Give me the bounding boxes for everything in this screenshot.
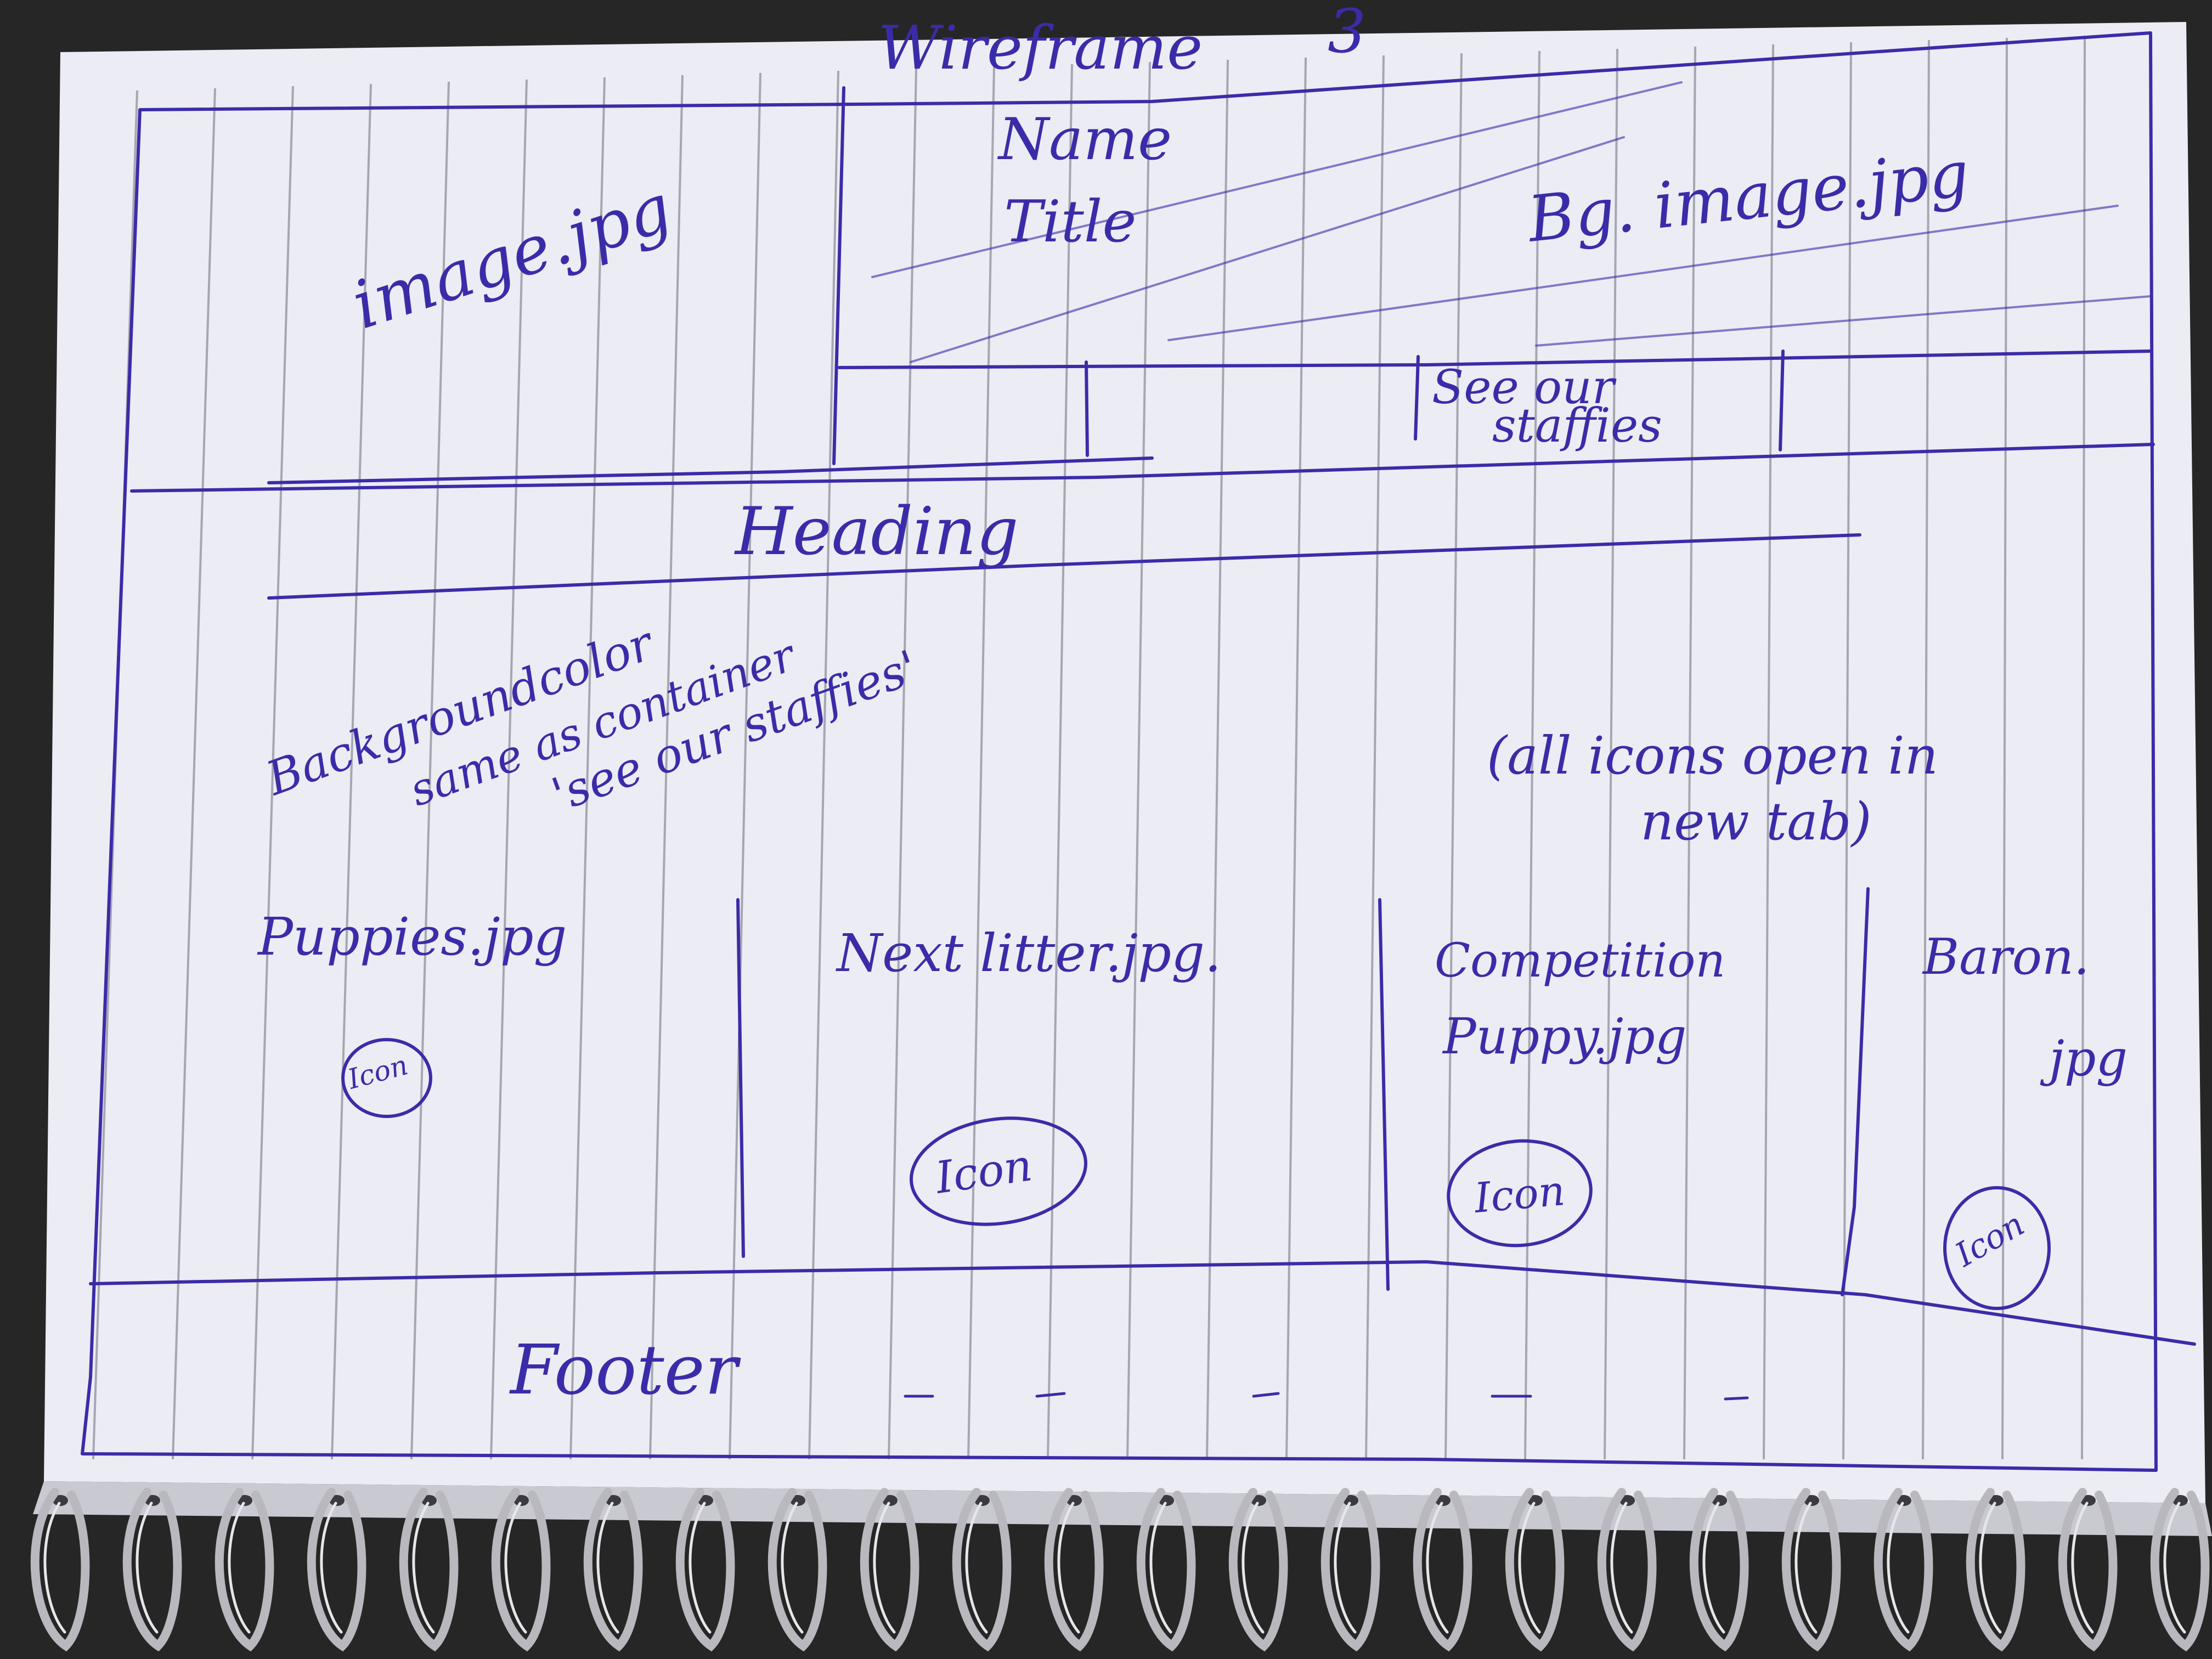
card-3-icon-label: Icon [1471, 1166, 1567, 1222]
paper-sheet [44, 22, 2205, 1503]
binding-coil [1689, 1488, 1749, 1652]
ruled-line [808, 70, 839, 1460]
ruled-line [490, 79, 528, 1460]
ruled-lines [92, 35, 2086, 1460]
ruled-line [331, 83, 372, 1460]
binding-coil [1413, 1488, 1472, 1652]
hero-title-label: Title [1004, 188, 1137, 255]
card-4-icon-circle [1943, 1186, 2051, 1310]
card-divider-2 [1378, 898, 1390, 1291]
binding-coil [1781, 1488, 1841, 1652]
ruled-line [410, 81, 450, 1460]
binding-coil [307, 1488, 366, 1652]
binding-coil [215, 1488, 274, 1652]
ruled-line [1047, 64, 1073, 1460]
button-divider-2 [1414, 355, 1420, 441]
ruled-line [649, 75, 684, 1460]
footer-top-line [89, 1260, 2196, 1346]
hero-bottom-line [130, 443, 2155, 493]
hero-button-label-line2: staffies [1492, 399, 1662, 453]
ruled-line [1285, 57, 1307, 1460]
icons-note-line2: new tab) [1640, 792, 1872, 852]
ruled-line [1922, 40, 1930, 1460]
button-row-top [838, 349, 2152, 369]
paper-shadow [33, 1481, 2212, 1536]
binding-coil [1044, 1488, 1104, 1652]
wireframe-drawing [81, 31, 2196, 1472]
card-2-icon-circle [910, 1116, 1087, 1226]
binding-coil [1228, 1488, 1288, 1652]
card-4-image-label-line2: jpg [2040, 1030, 2128, 1087]
hatch-2 [910, 136, 1625, 363]
ruled-line [172, 88, 216, 1460]
ruled-line [1763, 44, 1774, 1460]
ruled-line [888, 68, 917, 1460]
footer-dash-2 [1035, 1392, 1066, 1398]
footer-label: Footer [509, 1330, 741, 1410]
binding-coil [2058, 1488, 2118, 1652]
hero-name-label: Name [997, 106, 1172, 173]
hero-extra-line [267, 456, 1154, 484]
binding-coil [1321, 1488, 1380, 1652]
ruled-line [2001, 37, 2008, 1460]
ruled-line [1683, 46, 1696, 1460]
button-divider-3 [1779, 349, 1785, 452]
binding-coil [1597, 1488, 1657, 1652]
card-1-image-label: Puppies.jpg [257, 907, 567, 967]
hatch-3 [1167, 205, 2119, 341]
ruled-line [729, 72, 761, 1460]
ruled-line [569, 77, 606, 1460]
footer-dash-3 [1252, 1392, 1280, 1398]
hero-divider [832, 86, 845, 465]
binding-coil [122, 1488, 182, 1652]
icons-note-line1: (all icons open in [1487, 726, 1938, 786]
ruled-line [251, 86, 294, 1460]
card-4-image-label: Baron. [1922, 928, 2090, 986]
ruled-line [1524, 50, 1541, 1460]
spiral-binding [30, 1488, 2210, 1652]
binding-coil [952, 1488, 1012, 1652]
ruled-line [1365, 55, 1385, 1460]
hero-button-label-line1: See our [1432, 360, 1617, 415]
card-1-icon-circle [341, 1038, 432, 1118]
binding-coil [675, 1488, 735, 1652]
wireframe-number: 3 [1328, 0, 1366, 66]
binding-coil [1136, 1488, 1196, 1652]
binding-coil [399, 1488, 459, 1652]
binding-coil [491, 1488, 551, 1652]
card-divider-3 [1841, 887, 1870, 1296]
card-3-image-label: Competition [1435, 934, 1725, 988]
ruled-line [1842, 42, 1852, 1460]
binding-coil [583, 1488, 643, 1652]
button-divider-1 [1085, 360, 1089, 457]
card-divider-1 [736, 898, 745, 1258]
card-3-icon-circle [1447, 1139, 1593, 1248]
heading-underline [267, 533, 1861, 600]
binding-coil [1966, 1488, 2025, 1652]
hatch-4 [1535, 295, 2152, 347]
binding-coil [1505, 1488, 1565, 1652]
binding-coil [1874, 1488, 1933, 1652]
binding-coil [860, 1488, 919, 1652]
card-3-image-label-line2: Puppy.jpg [1442, 1008, 1686, 1065]
ruled-line [1444, 53, 1463, 1460]
footer-dash-5 [1724, 1396, 1749, 1401]
ruled-line [1206, 59, 1229, 1460]
binding-coil [768, 1488, 827, 1652]
ruled-line [1604, 48, 1618, 1460]
ruled-line [1126, 61, 1151, 1460]
content-heading: Heading [734, 494, 1019, 570]
binding-coil [2150, 1488, 2210, 1652]
wireframe-title: Wireframe [878, 13, 1203, 83]
card-2-image-label: Next litter.jpg. [836, 923, 1221, 984]
binding-coil [30, 1488, 90, 1652]
ruled-line [2081, 35, 2086, 1460]
hatch-1 [871, 81, 1683, 278]
ruled-line [967, 66, 995, 1460]
outer-frame [81, 31, 2158, 1472]
